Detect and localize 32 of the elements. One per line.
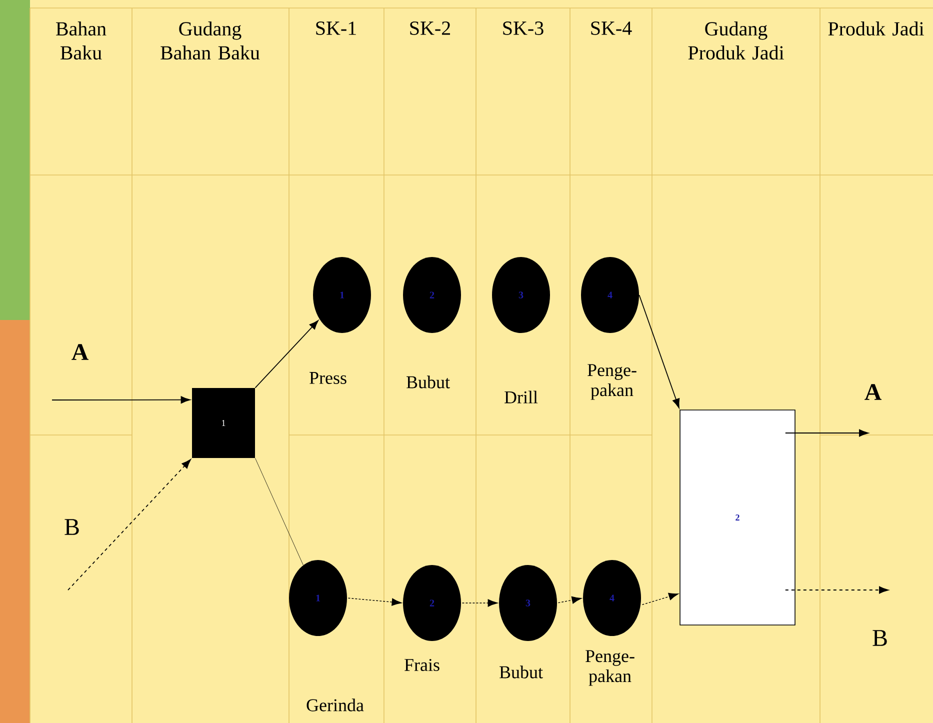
column-header: Bahan Baku bbox=[56, 22, 106, 60]
arrow bbox=[52, 396, 190, 404]
arrow bbox=[254, 320, 319, 388]
arrow bbox=[784, 586, 889, 594]
arrow bbox=[462, 599, 498, 607]
step-label: Press bbox=[310, 372, 346, 384]
arrow bbox=[638, 294, 680, 408]
warehouse-box: 2 bbox=[680, 410, 796, 626]
step-label: Bubut bbox=[500, 666, 543, 678]
arrow bbox=[558, 596, 582, 604]
column-header: Gudang Bahan Baku bbox=[160, 22, 260, 60]
step-label: Frais bbox=[404, 658, 440, 672]
column-header: SK-3 bbox=[503, 22, 544, 35]
step-label: Gerinda bbox=[306, 698, 364, 712]
flow-label: A bbox=[864, 384, 882, 400]
step-label: Penge- pakan bbox=[586, 650, 634, 686]
arrow bbox=[642, 592, 679, 606]
arrow bbox=[348, 598, 402, 606]
arrow bbox=[68, 459, 191, 590]
step-label: Penge- pakan bbox=[588, 364, 636, 400]
step-label: Drill bbox=[504, 390, 538, 404]
column-header: Produk Jadi bbox=[828, 22, 924, 36]
arrow bbox=[784, 429, 869, 437]
column-header: Gudang Produk Jadi bbox=[688, 22, 784, 60]
step-label: Bubut bbox=[406, 376, 450, 388]
flow-label: A bbox=[72, 344, 88, 360]
flow-label: B bbox=[872, 630, 887, 646]
flow-label: B bbox=[64, 519, 79, 535]
column-header: SK-1 bbox=[316, 22, 356, 35]
storage-square: 1 bbox=[192, 388, 255, 458]
column-header: SK-2 bbox=[410, 22, 450, 35]
column-header: SK-4 bbox=[591, 22, 632, 35]
